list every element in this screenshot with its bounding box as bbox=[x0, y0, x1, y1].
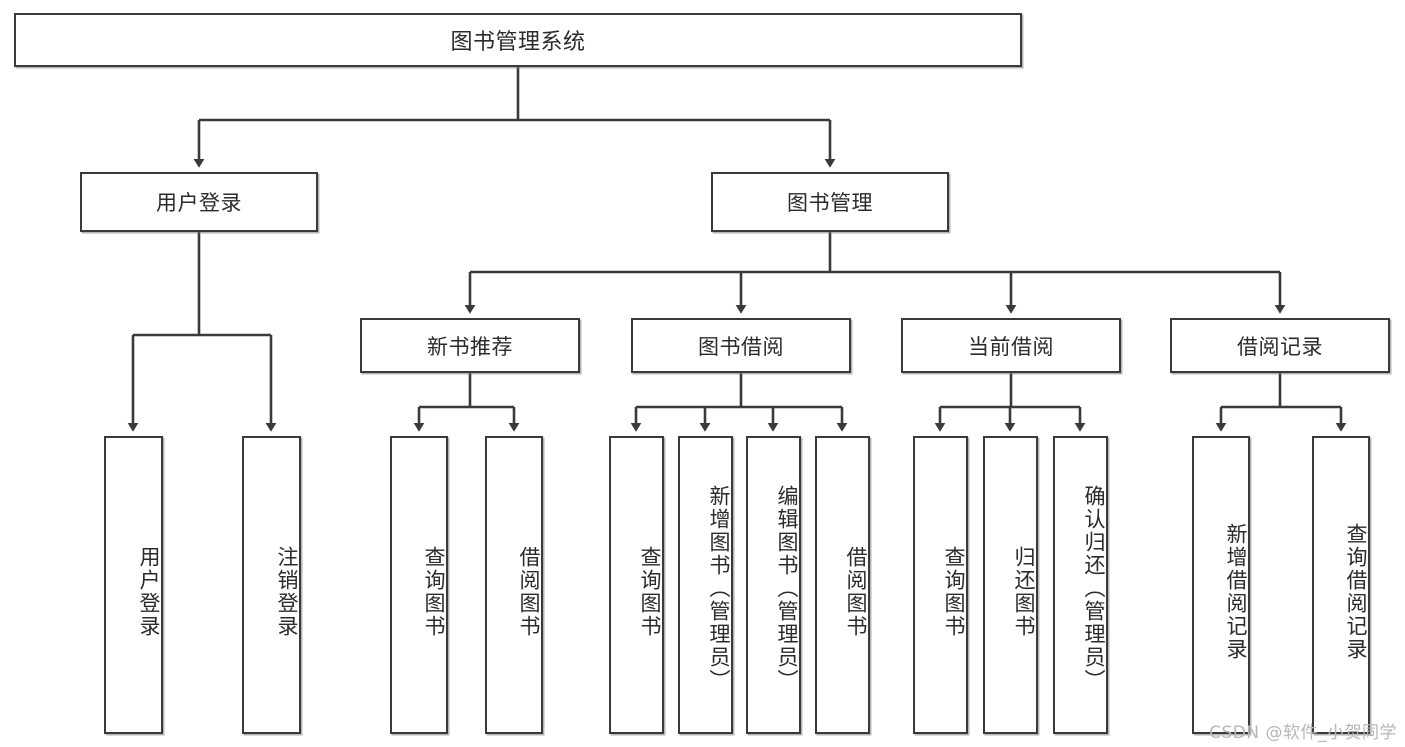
node-current-borrow[interactable]: 当前借阅 bbox=[901, 318, 1121, 373]
node-label: 注销登录 bbox=[275, 546, 299, 638]
node-borrow-records[interactable]: 借阅记录 bbox=[1170, 318, 1390, 373]
node-book-borrow[interactable]: 图书借阅 bbox=[631, 318, 851, 373]
node-root-system[interactable]: 图书管理系统 bbox=[14, 13, 1022, 67]
node-label: 当前借阅 bbox=[968, 334, 1054, 359]
node-user-login[interactable]: 用户登录 bbox=[80, 172, 318, 232]
leaf-confirm-return-admin[interactable]: 确认归还（管理员） bbox=[1053, 436, 1108, 734]
leaf-edit-book-admin[interactable]: 编辑图书（管理员） bbox=[746, 436, 801, 734]
node-label: 查询借阅记录 bbox=[1344, 523, 1368, 661]
leaf-user-logout[interactable]: 注销登录 bbox=[242, 436, 301, 734]
node-label: 确认归还（管理员） bbox=[1082, 484, 1106, 692]
node-label: 查询图书 bbox=[942, 546, 966, 638]
leaf-query-book-current[interactable]: 查询图书 bbox=[913, 436, 968, 734]
node-label: 用户登录 bbox=[137, 546, 161, 638]
node-label: 用户登录 bbox=[156, 191, 242, 215]
node-label: 编辑图书（管理员） bbox=[775, 484, 799, 692]
node-label: 归还图书 bbox=[1012, 546, 1036, 638]
leaf-query-book-recommend[interactable]: 查询图书 bbox=[390, 436, 448, 734]
leaf-user-login[interactable]: 用户登录 bbox=[104, 436, 163, 734]
node-label: 图书借阅 bbox=[698, 334, 784, 359]
leaf-add-borrow-record[interactable]: 新增借阅记录 bbox=[1192, 436, 1250, 734]
node-label: 查询图书 bbox=[422, 546, 446, 638]
leaf-add-book-admin[interactable]: 新增图书（管理员） bbox=[678, 436, 733, 734]
node-label: 新增借阅记录 bbox=[1224, 523, 1248, 661]
node-book-management[interactable]: 图书管理 bbox=[711, 172, 949, 232]
node-label: 借阅图书 bbox=[844, 546, 868, 638]
leaf-query-book-borrow[interactable]: 查询图书 bbox=[609, 436, 664, 734]
node-label: 查询图书 bbox=[638, 546, 662, 638]
leaf-query-borrow-record[interactable]: 查询借阅记录 bbox=[1312, 436, 1370, 734]
node-label: 新书推荐 bbox=[427, 334, 513, 359]
node-label: 图书管理系统 bbox=[450, 30, 586, 55]
node-label: 借阅图书 bbox=[517, 546, 541, 638]
node-label: 借阅记录 bbox=[1237, 334, 1323, 359]
leaf-borrow-book-recommend[interactable]: 借阅图书 bbox=[485, 436, 543, 734]
node-label: 新增图书（管理员） bbox=[707, 484, 731, 692]
csdn-watermark: CSDN @软件_小贺同学 bbox=[1209, 723, 1397, 743]
leaf-borrow-book[interactable]: 借阅图书 bbox=[815, 436, 870, 734]
node-new-book-recommend[interactable]: 新书推荐 bbox=[360, 318, 580, 373]
leaf-return-book[interactable]: 归还图书 bbox=[983, 436, 1038, 734]
node-label: 图书管理 bbox=[787, 191, 873, 215]
